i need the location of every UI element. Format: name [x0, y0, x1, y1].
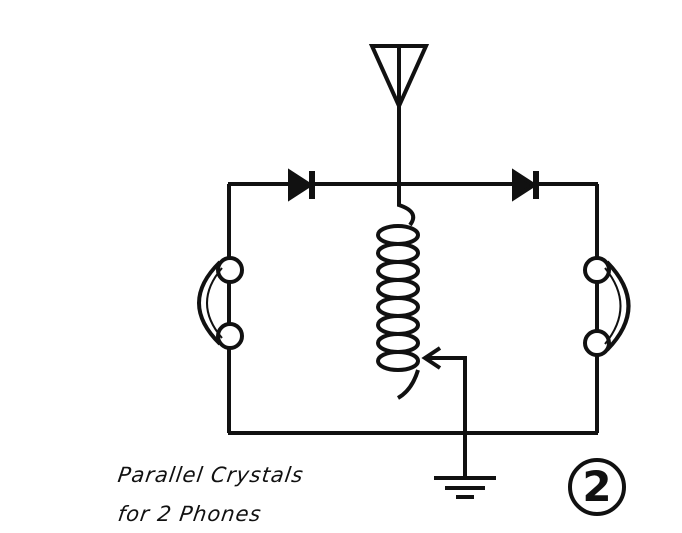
headphones-right-icon — [583, 256, 631, 357]
figure-number-badge: 2 — [568, 458, 626, 516]
caption-line-1: Parallel Crystals — [116, 463, 306, 487]
coil-tap-arrow-icon — [421, 346, 467, 433]
headphones-left-icon — [197, 256, 244, 350]
caption-line-2: for 2 Phones — [116, 502, 264, 526]
tuning-coil-icon — [376, 185, 420, 400]
antenna-icon — [368, 44, 430, 185]
diode-left-icon — [288, 168, 315, 202]
diode-right-icon — [512, 168, 539, 202]
ground-icon — [434, 433, 496, 499]
